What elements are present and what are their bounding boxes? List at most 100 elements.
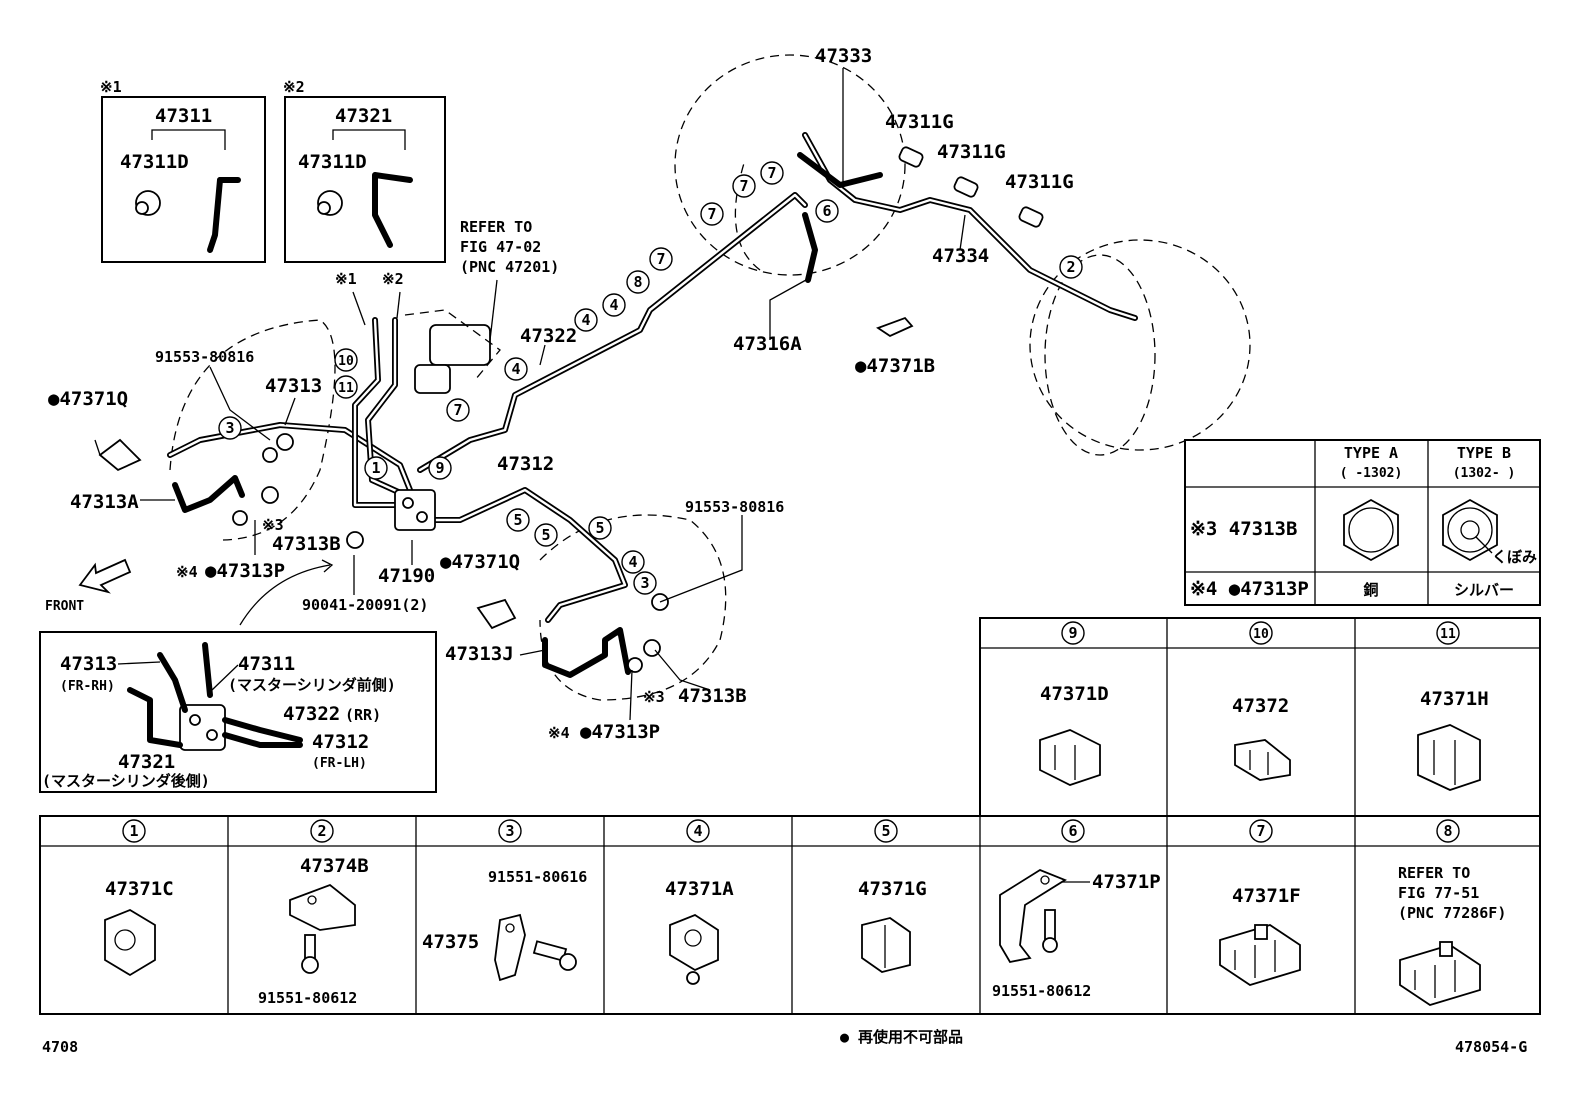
label-47313P-b: ●47313P [580,721,660,743]
detail-47311-desc: (マスターシリンダ前側) [228,676,396,694]
type-b-range: (1302- ) [1453,466,1516,481]
label-47311G-3: 47311G [1005,171,1074,193]
svg-text:4: 4 [581,311,590,329]
label-47312: 47312 [497,453,554,475]
clip-47375-bolt: 91551-80616 [488,868,587,886]
junction-block-47190[interactable] [394,489,436,531]
refer-master-line3: (PNC 47201) [460,258,559,276]
front-left-wheel-outline [539,514,727,701]
svg-text:8: 8 [1443,822,1452,840]
detail-47321-desc: (マスターシリンダ後側) [42,772,210,790]
clip-47372-label: 47372 [1232,695,1289,717]
clip-47374B-bolt: 91551-80612 [258,989,357,1007]
clip-47371C-icon [104,908,156,977]
svg-text:7: 7 [707,205,716,223]
clip-47371F-label: 47371F [1232,885,1301,907]
svg-text:7: 7 [739,177,748,195]
type-b-title: TYPE B [1457,444,1511,462]
callout-10: 10 [334,348,358,372]
clip-header-8: 8 [1436,819,1460,843]
clip-47371Q-right[interactable] [98,438,142,472]
detail-47313: 47313 [60,653,117,675]
label-47313: 47313 [265,375,322,397]
svg-text:4: 4 [511,360,520,378]
row-47313P: ※4 ●47313P [1190,578,1309,600]
detail-rr: (RR) [345,706,381,724]
mark-x3-b: ※3 [643,688,665,706]
clip-header-9: 9 [1061,621,1085,645]
svg-text:4: 4 [693,822,702,840]
brake-tubes [167,132,1138,678]
part-47311G-sleeves[interactable] [898,146,1044,228]
footer-figure-number: 4708 [42,1038,78,1056]
clip-47371B[interactable] [876,316,914,338]
detail-47311: 47311 [238,653,295,675]
clip-header-1: 1 [122,819,146,843]
copper-label: 銅 [1363,581,1378,599]
refer-master-line1: REFER TO [460,218,532,236]
clip-header-7: 7 [1249,819,1273,843]
svg-text:5: 5 [541,526,550,544]
rear-right-wheel-outline [1029,239,1251,456]
callout-6: 6 [815,199,839,223]
clip-header-10: 10 [1249,621,1273,645]
label-47371Q-b: ●47371Q [440,551,520,573]
callout-7d: 7 [649,247,673,271]
label-91553-80816-a: 91553-80816 [155,348,254,366]
clip-table: 9 10 11 1 2 3 4 5 6 7 8 47371D 47372 473… [39,617,1541,1015]
label-47311G-2: 47311G [937,141,1006,163]
callout-7a: 7 [760,161,784,185]
svg-text:3: 3 [225,419,234,437]
label-47371Q-a: ●47371Q [48,388,128,410]
svg-text:7: 7 [1256,822,1265,840]
svg-text:10: 10 [1253,627,1269,642]
mark-x3-a: ※3 [262,516,284,534]
inset2-part: 47321 [335,105,392,127]
clip-47371F-icon [1219,924,1301,986]
label-91553-80816-b: 91553-80816 [685,498,784,516]
svg-text:1: 1 [371,459,380,477]
detail-47322: 47322 [283,703,340,725]
master-cylinder[interactable] [404,309,501,394]
leader-lines [94,68,966,721]
svg-text:9: 9 [435,459,444,477]
svg-text:2: 2 [1066,258,1075,276]
clip-47374B-icon [289,883,356,974]
svg-text:11: 11 [1440,627,1456,642]
svg-text:7: 7 [453,401,462,419]
clip-47371C-label: 47371C [105,878,174,900]
callout-7c: 7 [700,202,724,226]
mark-x4-a: ※4 [176,563,198,581]
clip-47371A-label: 47371A [665,878,734,900]
clip-47371D-label: 47371D [1040,683,1109,705]
label-47311G-1: 47311G [885,111,954,133]
footer: 4708 ● 再使用不可部品 478054-G [42,1028,1527,1056]
clip-47372-icon [1234,739,1291,781]
svg-text:2: 2 [317,822,326,840]
svg-text:5: 5 [513,511,522,529]
silver-label: シルバー [1454,581,1514,599]
clip-47371Q-left[interactable] [476,598,517,630]
part-labels: 47333 47311G 47311G 47311G 47334 47316A … [45,45,1074,743]
svg-text:11: 11 [338,381,354,396]
clip-header-5: 5 [874,819,898,843]
type-a-title: TYPE A [1344,444,1398,462]
svg-text:9: 9 [1068,624,1077,642]
svg-text:5: 5 [881,822,890,840]
callout-4b: 4 [574,308,598,332]
callout-circles: 7 7 7 6 2 7 8 4 4 4 7 10 11 3 1 9 5 5 5 … [218,161,1083,595]
callout-3b: 3 [633,571,657,595]
hex-nut-type-a [1343,498,1399,562]
svg-text:5: 5 [595,519,604,537]
svg-text:3: 3 [640,574,649,592]
label-front: FRONT [45,599,84,614]
callout-5b: 5 [534,523,558,547]
union-bolts[interactable] [232,433,669,673]
svg-text:6: 6 [822,202,831,220]
label-47313J: 47313J [445,643,514,665]
label-47313B-a: 47313B [272,533,341,555]
mark-x2: ※2 [382,270,404,288]
svg-text:7: 7 [656,250,665,268]
callout-5a: 5 [506,508,530,532]
